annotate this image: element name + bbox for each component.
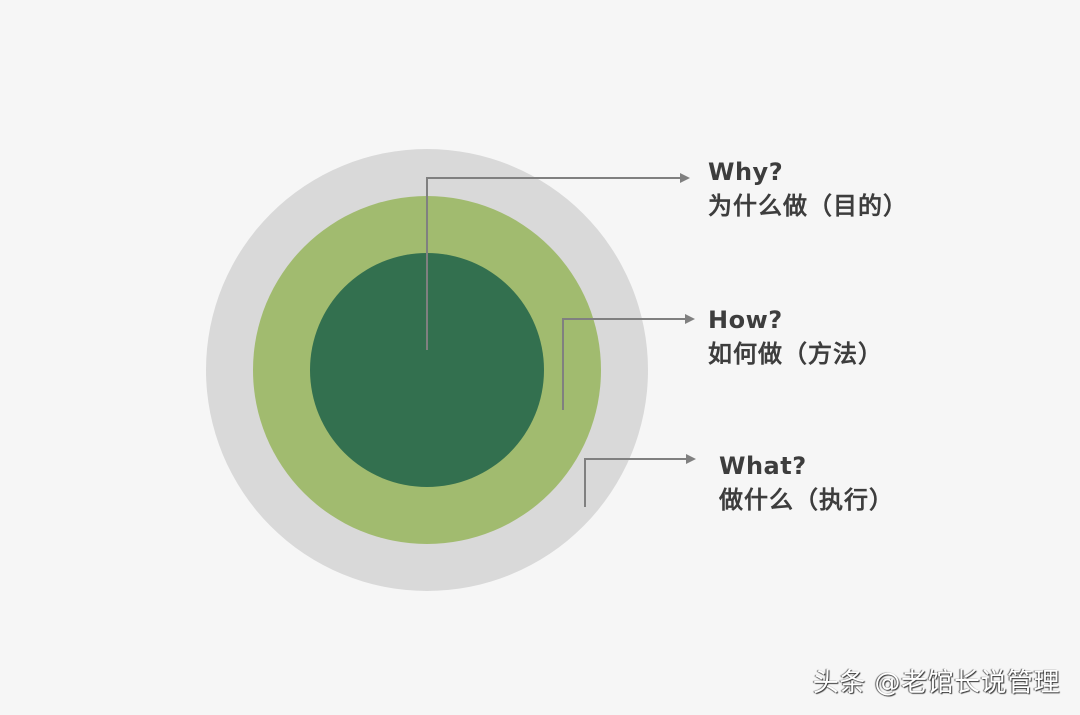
how-label: How? 如何做（方法） (708, 303, 883, 371)
why-label: Why? 为什么做（目的） (708, 155, 908, 223)
why-subtitle: 为什么做（目的） (708, 192, 908, 220)
how-connector-arrow (562, 314, 695, 410)
what-connector-arrow (584, 454, 696, 507)
what-label: What? 做什么（执行） (719, 449, 894, 517)
watermark: 头条 @老馆长说管理 (812, 668, 1060, 698)
what-subtitle: 做什么（执行） (719, 486, 894, 514)
what-title: What? (719, 452, 807, 480)
why-connector-arrow (426, 173, 690, 350)
how-title: How? (708, 306, 783, 334)
why-title: Why? (708, 158, 784, 186)
how-subtitle: 如何做（方法） (708, 340, 883, 368)
